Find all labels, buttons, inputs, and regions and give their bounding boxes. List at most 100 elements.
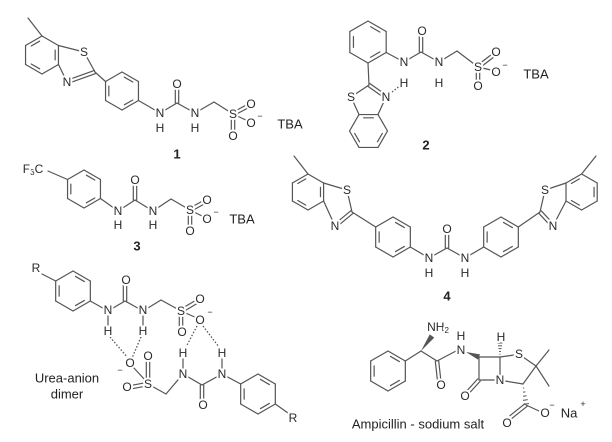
bond <box>504 380 524 385</box>
atom-label: O <box>417 24 426 38</box>
bond <box>367 51 387 64</box>
atom-label: O <box>122 380 131 394</box>
charge-label: − <box>549 400 554 410</box>
bond <box>478 54 497 69</box>
bond <box>377 130 389 149</box>
bond <box>221 373 242 385</box>
bond <box>259 378 270 386</box>
bond <box>66 73 97 85</box>
bond <box>55 270 74 282</box>
compound-number: 3 <box>133 239 140 254</box>
hashed-bond <box>522 395 527 397</box>
counterion-label: TBA <box>523 67 549 82</box>
atom-label: O <box>172 77 181 91</box>
bond <box>293 155 309 175</box>
bond <box>233 105 252 117</box>
bond <box>517 211 541 228</box>
bond <box>94 71 107 83</box>
bond <box>89 300 109 312</box>
bond <box>392 246 411 258</box>
bond <box>346 189 353 213</box>
bond <box>65 69 96 81</box>
bond <box>387 350 406 362</box>
bond <box>446 247 466 259</box>
atom-label: N <box>63 75 72 89</box>
compound-1: S N N H O N H S O O O − TBA 1 <box>61 43 303 162</box>
bond <box>525 404 540 412</box>
atom-label: H <box>114 218 123 232</box>
bond <box>180 310 198 319</box>
charge-label: − <box>213 207 218 217</box>
bond <box>580 200 598 211</box>
bond <box>385 51 405 63</box>
atom-label: O <box>540 406 549 420</box>
bond <box>259 402 270 410</box>
atom-label: O <box>130 173 139 187</box>
bond <box>420 51 440 63</box>
bond <box>72 300 91 312</box>
atom-label: R <box>289 411 298 425</box>
bond <box>552 200 567 227</box>
bond <box>499 354 515 358</box>
bond <box>404 350 422 362</box>
bond <box>83 169 102 181</box>
bond <box>24 35 43 47</box>
bond <box>147 383 167 395</box>
atom-label: R <box>32 261 41 275</box>
compound-2: N H O N H S O O O − S N TBA 2 <box>345 22 549 153</box>
bond <box>107 300 126 312</box>
bond <box>30 40 41 47</box>
ampicillin-caption: Ampicillin - sodium salt <box>352 417 485 432</box>
bond <box>121 71 140 83</box>
bond <box>467 378 479 391</box>
bond <box>152 198 172 212</box>
atom-label: O <box>460 389 469 403</box>
atom-label: N <box>179 367 188 381</box>
bond <box>83 51 96 73</box>
bond <box>188 198 206 210</box>
atom-label: S <box>343 183 351 197</box>
bond <box>57 44 85 53</box>
atom-label: O <box>121 273 130 287</box>
bond <box>165 373 184 395</box>
bond <box>123 99 134 106</box>
bond <box>367 62 370 86</box>
bond <box>389 379 400 387</box>
charge-label: − <box>257 111 262 121</box>
dimer-caption-line1: Urea-anion <box>35 371 99 386</box>
bond <box>511 405 528 419</box>
bond-lines <box>24 17 598 419</box>
atom-label: H <box>400 76 409 90</box>
bond <box>335 212 354 228</box>
atom-label: O <box>473 79 482 93</box>
bond <box>348 113 360 132</box>
bond <box>323 200 336 227</box>
bond <box>41 273 57 282</box>
atom-label: H <box>218 346 227 360</box>
charge-label: − <box>117 365 122 375</box>
hydrogen-bond <box>109 336 129 359</box>
atom-label: N <box>425 251 434 265</box>
bond <box>291 200 309 211</box>
bond <box>387 380 406 392</box>
bond <box>367 20 387 33</box>
charge-label: + <box>580 399 585 409</box>
bond <box>274 403 289 414</box>
atom-label: O <box>177 325 186 339</box>
bond <box>428 247 448 259</box>
bond <box>350 96 360 116</box>
bond <box>522 365 537 385</box>
bond <box>377 96 387 116</box>
atom-label: H <box>104 324 113 338</box>
bond <box>170 198 191 211</box>
bond <box>297 178 307 185</box>
bond <box>160 299 182 312</box>
bond <box>137 99 161 114</box>
bond <box>240 403 259 415</box>
bond <box>389 355 400 363</box>
bond <box>349 51 369 64</box>
compound-number: 4 <box>443 289 451 304</box>
bond <box>522 356 537 367</box>
bond <box>99 197 119 212</box>
bond <box>121 99 140 111</box>
